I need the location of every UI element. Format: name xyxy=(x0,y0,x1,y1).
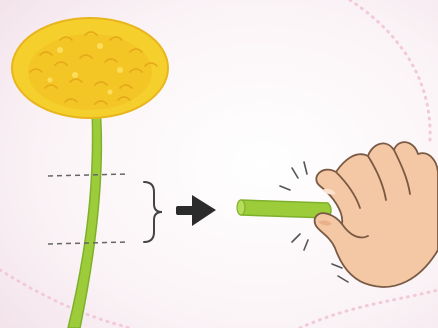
dandelion-flower-icon xyxy=(12,18,168,118)
